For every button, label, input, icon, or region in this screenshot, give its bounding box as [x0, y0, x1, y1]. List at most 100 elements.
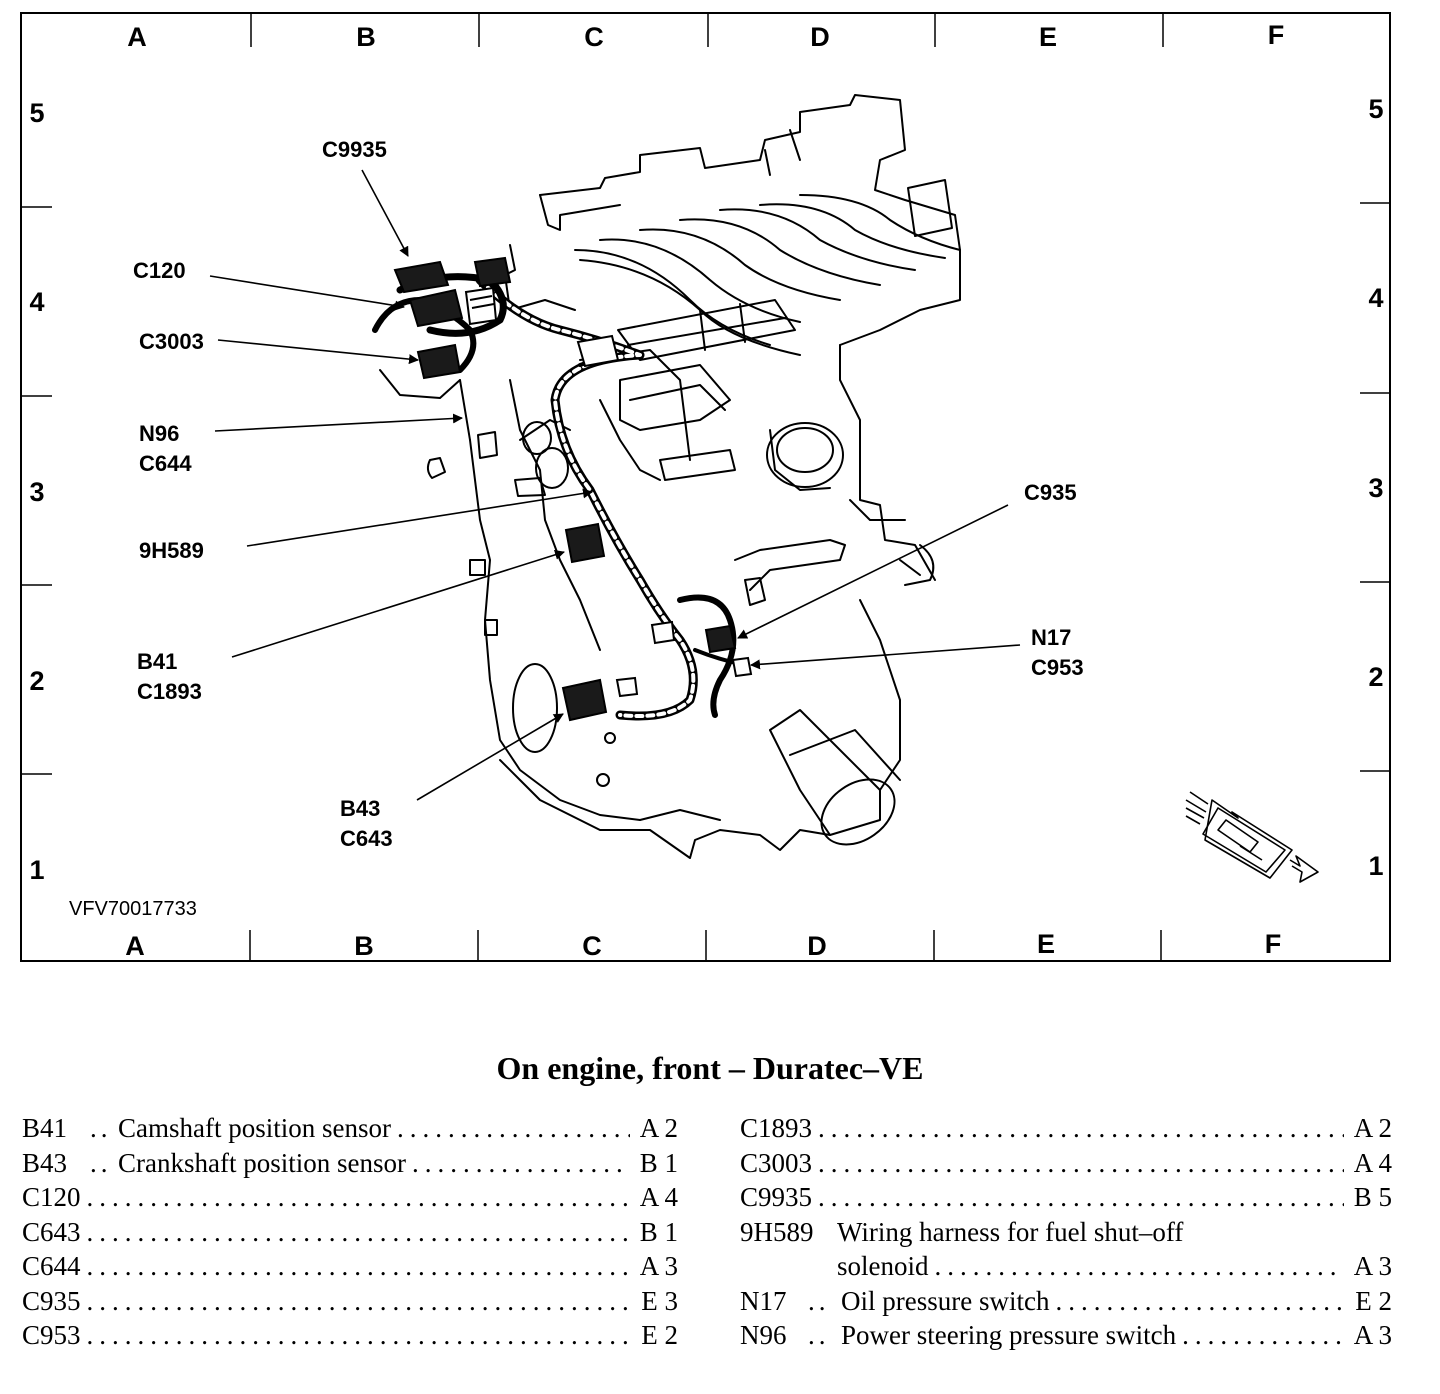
callout-n96: N96 — [139, 421, 179, 446]
legend-code: C644 — [22, 1251, 81, 1281]
top-grid-ticks — [250, 13, 1164, 47]
connectors — [393, 256, 753, 722]
legend-code: C935 — [22, 1285, 81, 1316]
leader-9h589 — [246, 488, 593, 547]
leader-dots: ........................................… — [86, 1285, 630, 1316]
legend-desc: Oil pressure switch — [841, 1285, 1050, 1316]
row-label-right-3: 3 — [1368, 473, 1383, 503]
callout-c644: C644 — [139, 451, 192, 476]
col-label-top-b: B — [356, 22, 376, 52]
legend-desc: solenoid — [837, 1251, 929, 1281]
row-label-left-1: 1 — [29, 855, 44, 885]
legend-left-column: B41 .. Camshaft position sensor ........… — [22, 1113, 678, 1355]
leader-dots: ........................................… — [818, 1113, 1344, 1143]
legend-row: C9935 ..................................… — [740, 1182, 1392, 1217]
connector-c120 — [408, 288, 464, 328]
col-label-bottom-e: E — [1037, 929, 1055, 959]
legend-ref: A 2 — [1353, 1113, 1392, 1143]
row-label-left-4: 4 — [29, 287, 44, 317]
col-label-bottom-a: A — [125, 931, 145, 961]
col-label-bottom-b: B — [354, 931, 374, 961]
connector-c9935 — [393, 260, 450, 294]
leader-n96 — [214, 413, 463, 432]
diagram-border — [20, 12, 1391, 962]
col-label-top-c: C — [584, 22, 604, 52]
legend-row: B41 .. Camshaft position sensor ........… — [22, 1113, 678, 1148]
right-grid-ticks — [1360, 202, 1390, 772]
row-label-right-4: 4 — [1368, 283, 1383, 313]
callout-c953: C953 — [1031, 655, 1084, 680]
col-label-bottom-c: C — [582, 931, 602, 961]
legend-code: C120 — [22, 1182, 81, 1212]
legend-code: C9935 — [740, 1182, 813, 1212]
callout-c120: C120 — [133, 258, 186, 283]
leader-c3003 — [217, 339, 419, 365]
legend-right-column: C1893 ..................................… — [740, 1113, 1392, 1355]
legend-desc: Wiring harness for fuel shut–off — [837, 1216, 1184, 1247]
legend-code: C953 — [22, 1320, 81, 1350]
legend-desc: Power steering pressure switch — [841, 1320, 1177, 1350]
legend-ref: A 2 — [639, 1113, 678, 1143]
legend-row: solenoid ...............................… — [740, 1251, 1392, 1286]
row-label-left-3: 3 — [29, 477, 44, 507]
legend-row: C935 ...................................… — [22, 1286, 678, 1321]
col-label-top-f: F — [1268, 20, 1285, 50]
leader-dots: ........................................… — [818, 1182, 1344, 1212]
engine-illustration — [379, 94, 961, 859]
legend-ref: B 1 — [639, 1147, 678, 1178]
left-grid-ticks — [21, 206, 52, 775]
legend-ref: A 4 — [1353, 1147, 1392, 1178]
connector-c935 — [704, 624, 737, 654]
figure-id: VFV70017733 — [69, 898, 197, 920]
legend-code: N17 — [740, 1285, 787, 1316]
legend-desc: Crankshaft position sensor — [118, 1147, 406, 1178]
legend-row: C643 ...................................… — [22, 1217, 678, 1252]
legend-ref: B 1 — [639, 1216, 678, 1247]
legend-row: C953 ...................................… — [22, 1320, 678, 1355]
legend-code: C3003 — [740, 1147, 813, 1178]
engine-locator-diagram: A B C D E F A B C D E F 5 4 3 2 1 5 4 3 … — [20, 12, 1391, 962]
col-label-bottom-f: F — [1265, 929, 1282, 959]
leader-dots: ........................................… — [1182, 1320, 1344, 1350]
legend-code: C643 — [22, 1216, 81, 1247]
legend-row: B43 .. Crankshaft position sensor ......… — [22, 1148, 678, 1183]
legend-code: N96 — [740, 1320, 787, 1350]
legend-row: 9H589 Wiring harness for fuel shut–off — [740, 1217, 1392, 1252]
legend-code: 9H589 — [740, 1216, 814, 1247]
legend-row: N17 .. Oil pressure switch .............… — [740, 1286, 1392, 1321]
leader-b41 — [231, 549, 565, 658]
legend-ref: A 3 — [639, 1251, 678, 1281]
legend-row: N96 .. Power steering pressure switch ..… — [740, 1320, 1392, 1355]
leader-c120 — [209, 275, 405, 311]
connector-c3003 — [416, 343, 462, 380]
legend-ref: A 4 — [639, 1182, 678, 1212]
callout-c935: C935 — [1024, 480, 1077, 505]
figure-caption: On engine, front – Duratec–VE — [496, 1050, 924, 1086]
bottom-grid-ticks — [249, 930, 1162, 961]
callout-b43: B43 — [340, 796, 380, 821]
legend-ref: A 3 — [1353, 1320, 1392, 1350]
callout-c1893: C1893 — [137, 679, 202, 704]
vehicle-orientation-icon — [1185, 791, 1319, 883]
leader-dots: .. — [90, 1147, 112, 1178]
connector-c1893 — [564, 522, 606, 564]
legend-row: C644 ...................................… — [22, 1251, 678, 1286]
leader-dots: ........................................… — [396, 1113, 630, 1143]
col-label-top-d: D — [810, 22, 830, 52]
row-label-right-1: 1 — [1368, 851, 1383, 881]
legend-ref: B 5 — [1353, 1182, 1392, 1212]
leader-dots: ........................................… — [86, 1216, 630, 1247]
leader-c9935 — [361, 169, 409, 257]
col-label-bottom-d: D — [807, 931, 827, 961]
leader-b43 — [416, 713, 564, 801]
leader-c935 — [737, 504, 1009, 639]
leader-dots: ........................................… — [818, 1147, 1344, 1178]
leader-dots: .. — [90, 1113, 112, 1143]
leader-dots: ........................................… — [934, 1251, 1345, 1281]
callout-c9935: C9935 — [322, 137, 387, 162]
legend-code: B43 — [22, 1147, 68, 1178]
legend-code: B41 — [22, 1113, 68, 1143]
callout-n17: N17 — [1031, 625, 1071, 650]
col-label-top-e: E — [1039, 22, 1057, 52]
legend-ref: A 3 — [1353, 1251, 1392, 1281]
